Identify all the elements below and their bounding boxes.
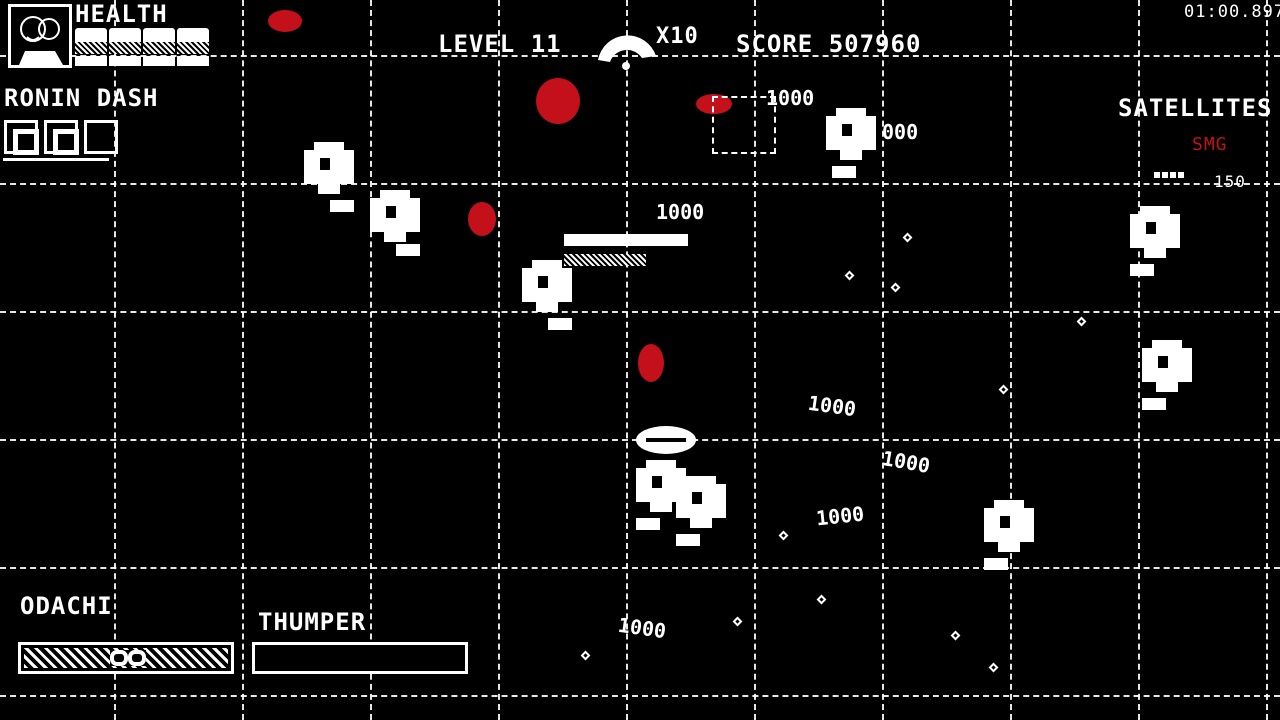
player-character-icon xyxy=(636,426,696,454)
multiplier: X10 xyxy=(656,24,699,49)
blood-splat xyxy=(638,344,664,382)
run-timer: 01:00.897 xyxy=(1184,2,1280,22)
player-portrait xyxy=(8,4,72,68)
satellite-weapon: SMG xyxy=(1192,134,1228,155)
character-face-icon xyxy=(19,16,63,65)
skull-enemy xyxy=(984,500,1034,570)
skull-enemy xyxy=(676,476,726,546)
enemy-health-bar xyxy=(564,234,688,246)
dash-charge-2 xyxy=(44,120,79,155)
skull-enemy xyxy=(522,260,572,330)
skull-enemy xyxy=(636,460,686,530)
infinity-icon xyxy=(110,650,146,666)
blood-splat xyxy=(468,202,496,236)
skull-enemy xyxy=(1130,206,1180,276)
satellite-ammo-bar xyxy=(1154,172,1186,178)
score-popup: 1000 xyxy=(814,501,866,531)
melee-charge-bar xyxy=(18,642,234,674)
score-popup: 1000 xyxy=(766,86,815,110)
ability-label: RONIN DASH xyxy=(4,84,159,112)
blood-splat xyxy=(696,94,732,114)
dash-charge-1 xyxy=(4,120,39,155)
target-reticle xyxy=(712,96,776,154)
level-indicator: LEVEL 11 xyxy=(438,30,562,58)
score-popup: 000 xyxy=(882,120,919,144)
blood-splat xyxy=(268,10,302,32)
satellite-value: 150 xyxy=(1214,172,1246,191)
score-popup: 1000 xyxy=(656,200,705,224)
blood-splat xyxy=(536,78,580,124)
skull-enemy xyxy=(1142,340,1192,410)
skull-enemy xyxy=(370,190,420,256)
skull-enemy xyxy=(304,142,354,212)
ranged-ammo-bar xyxy=(252,642,468,674)
dash-charge-3 xyxy=(84,120,118,154)
melee-weapon-label: ODACHI xyxy=(20,592,113,620)
health-label: HEALTH xyxy=(75,0,168,28)
satellites-label: SATELLITES xyxy=(1118,94,1273,122)
combo-gauge-icon xyxy=(598,35,656,70)
skull-enemy xyxy=(826,108,876,178)
score: SCORE 507960 xyxy=(736,30,922,58)
enemy-shield-bar xyxy=(564,254,646,266)
dash-cooldown-bar xyxy=(3,158,109,161)
ranged-weapon-label: THUMPER xyxy=(258,608,367,636)
